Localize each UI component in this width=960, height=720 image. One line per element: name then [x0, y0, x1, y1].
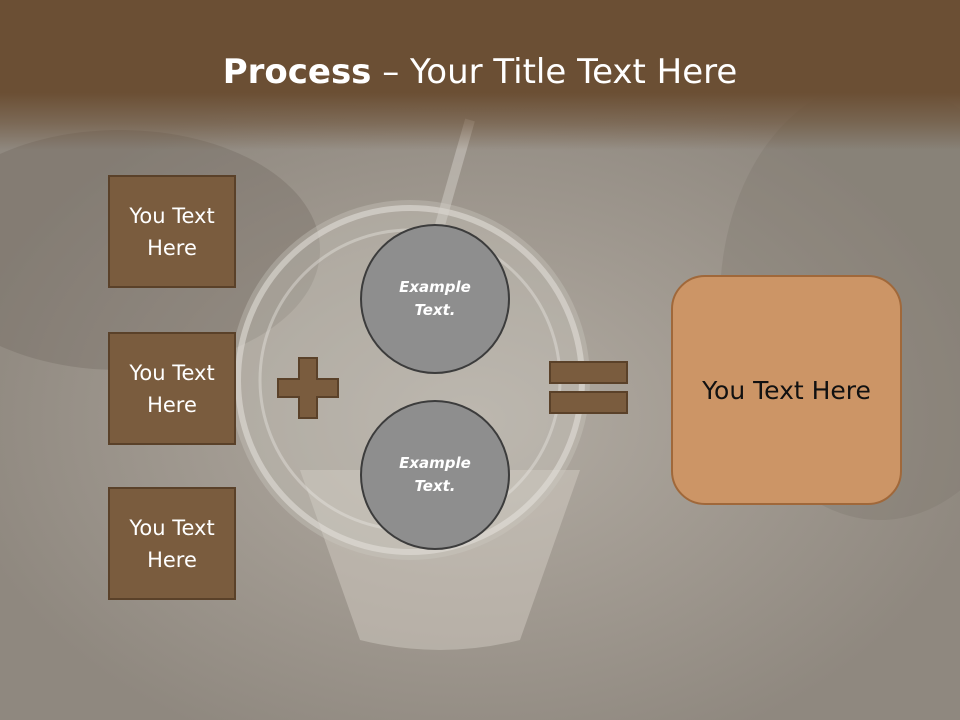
- result-box: You Text Here: [671, 275, 902, 505]
- text-box-3-label: You Text Here: [129, 515, 215, 572]
- example-circle-1: Example Text.: [360, 224, 510, 374]
- title-bold: Process: [222, 52, 372, 92]
- example-circle-1-label: Example Text.: [399, 278, 471, 319]
- slide-title: Process – Your Title Text Here: [0, 52, 960, 92]
- example-circle-2-label: Example Text.: [399, 454, 471, 495]
- result-box-label: You Text Here: [702, 375, 871, 405]
- equals-icon: [549, 361, 628, 414]
- example-circle-2: Example Text.: [360, 400, 510, 550]
- text-box-2: You Text Here: [108, 332, 236, 445]
- title-rest: – Your Title Text Here: [371, 52, 738, 92]
- title-bar: [0, 0, 960, 150]
- text-box-2-label: You Text Here: [129, 360, 215, 417]
- text-box-1: You Text Here: [108, 175, 236, 288]
- text-box-3: You Text Here: [108, 487, 236, 600]
- text-box-1-label: You Text Here: [129, 203, 215, 260]
- plus-icon: [277, 357, 339, 419]
